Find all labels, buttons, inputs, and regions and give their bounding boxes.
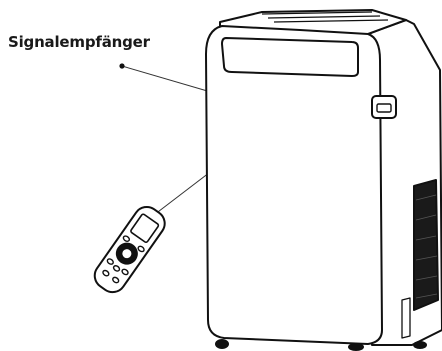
ac-side-grille-lines <box>415 194 438 299</box>
ac-display-panel <box>221 37 359 77</box>
remote-control <box>93 205 166 294</box>
wheel-front-left <box>215 339 229 349</box>
ac-side-grille <box>413 179 439 311</box>
signal-receiver-label: Signalempfänger <box>8 33 150 51</box>
ac-front-body <box>205 25 383 345</box>
ac-side-handle-inner <box>376 103 392 113</box>
air-conditioner <box>205 9 442 346</box>
remote-screen <box>130 213 160 244</box>
wheel-front-right <box>348 343 364 351</box>
remote-dpad-center <box>122 249 132 259</box>
label-anchor-dot <box>119 63 125 69</box>
remote-buttons <box>102 235 145 284</box>
ac-wheels <box>215 339 427 351</box>
ac-side-vent-lower <box>401 297 411 339</box>
ac-top-vent <box>261 11 389 23</box>
wheel-back-right <box>413 341 427 349</box>
